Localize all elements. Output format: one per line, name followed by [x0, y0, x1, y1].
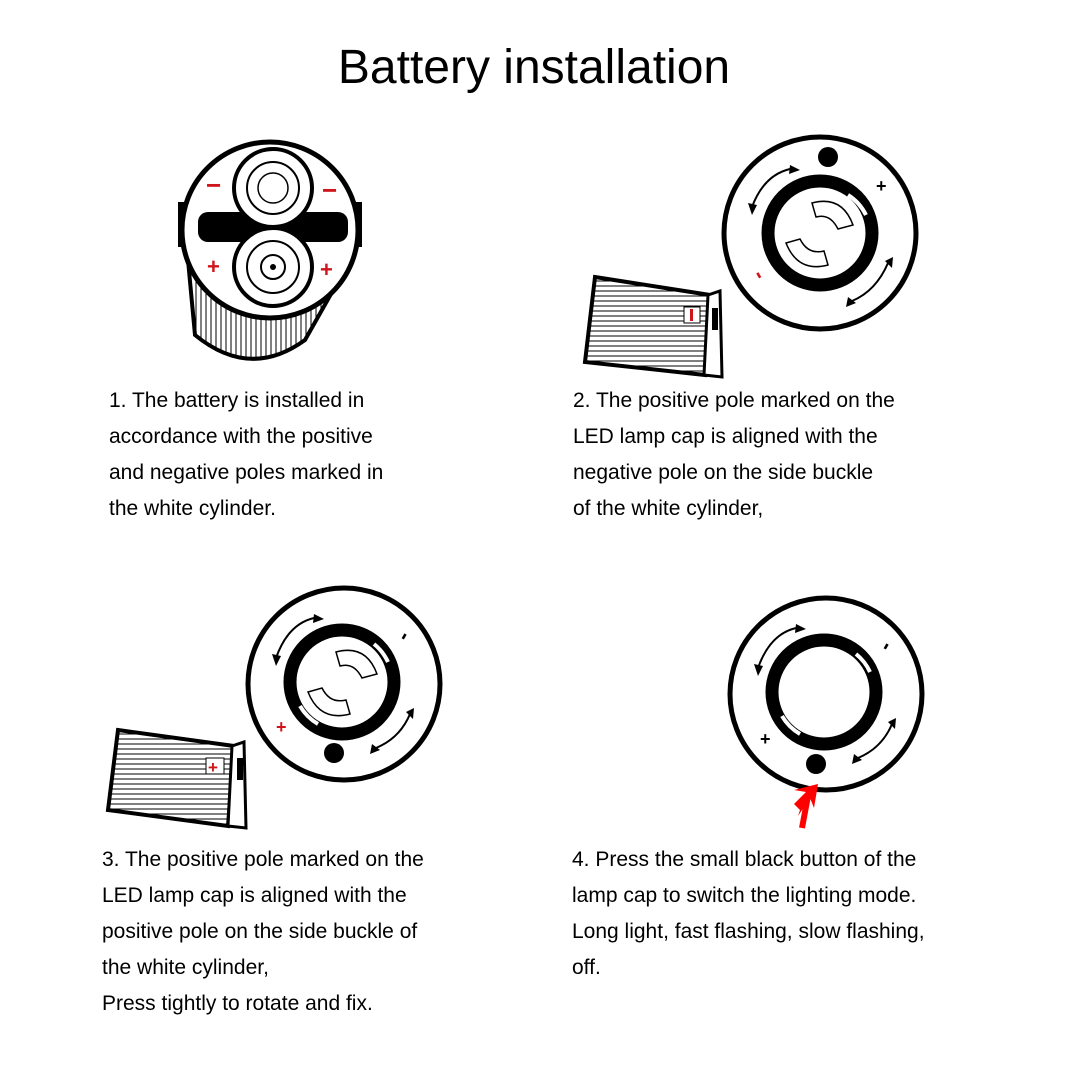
caption-line: positive pole on the side buckle of [102, 920, 418, 943]
lamp-cap-icon: - + [727, 595, 925, 829]
caption-line: the white cylinder. [109, 497, 276, 520]
plus-mark: + [320, 257, 333, 282]
caption-line: off. [572, 956, 601, 979]
plus-mark: + [208, 758, 218, 777]
plus-mark: + [760, 729, 771, 749]
plus-mark: + [207, 254, 220, 279]
caption-line: Long light, fast flashing, slow flashing… [572, 920, 925, 943]
caption-line: 1. The battery is installed in [109, 389, 365, 412]
plus-mark: + [876, 176, 887, 196]
caption-line: 2. The positive pole marked on the [573, 389, 895, 412]
caption-line: 3. The positive pole marked on the [102, 848, 424, 871]
plus-mark: + [276, 717, 287, 737]
caption-line: and negative poles marked in [109, 461, 384, 484]
minus-mark: − [206, 170, 221, 200]
step-3-caption: 3. The positive pole marked on the LED l… [102, 842, 424, 1022]
caption-line: LED lamp cap is aligned with the [102, 884, 407, 907]
step-4-caption: 4. Press the small black button of the l… [572, 842, 925, 986]
caption-line: accordance with the positive [109, 425, 373, 448]
caption-line: LED lamp cap is aligned with the [573, 425, 878, 448]
rotate-arrow-icon [748, 165, 893, 307]
cylinder-icon: + [105, 727, 248, 830]
page-title: Battery installation [337, 41, 731, 94]
step-2-caption: 2. The positive pole marked on the LED l… [573, 383, 895, 527]
lamp-cap-icon: + - + [105, 585, 443, 830]
battery-holder-icon: − − + + [178, 139, 362, 361]
cylinder-icon [582, 274, 724, 379]
caption-line: lamp cap to switch the lighting mode. [572, 884, 917, 907]
minus-mark: − [322, 175, 337, 205]
rotate-arrow-icon [754, 624, 896, 764]
caption-line: Press tightly to rotate and fix. [102, 992, 373, 1015]
rotate-arrow-icon [272, 614, 414, 754]
caption-line: of the white cylinder, [573, 497, 764, 520]
caption-line: negative pole on the side buckle [573, 461, 874, 484]
caption-line: 4. Press the small black button of the [572, 848, 917, 871]
lamp-cap-icon: + - [582, 134, 919, 379]
press-arrow-icon [794, 784, 818, 829]
step-1-caption: 1. The battery is installed in accordanc… [109, 383, 383, 527]
caption-line: the white cylinder, [102, 956, 269, 979]
